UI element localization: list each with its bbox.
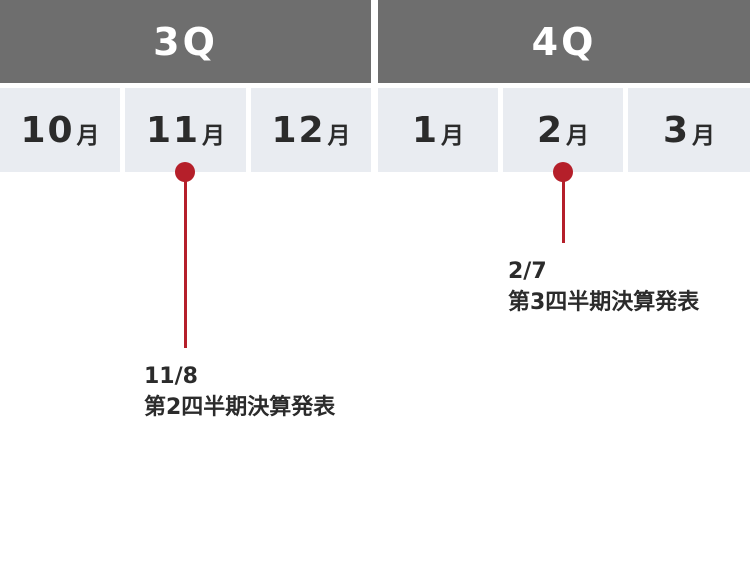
month-number: 2 bbox=[536, 109, 565, 151]
month-unit: 月 bbox=[566, 123, 590, 149]
month-unit: 月 bbox=[76, 123, 100, 149]
event-date: 11/8 bbox=[144, 364, 198, 389]
event-marker-dot bbox=[175, 162, 195, 182]
event-marker-line bbox=[184, 180, 187, 348]
event-label-q2-results: 11/8 第2四半期決算発表 bbox=[144, 361, 335, 423]
event-label-q3-results: 2/7 第3四半期決算発表 bbox=[508, 256, 699, 318]
month-number: 11 bbox=[145, 109, 201, 151]
event-marker-dot bbox=[553, 162, 573, 182]
event-date: 2/7 bbox=[508, 259, 547, 284]
month-unit: 月 bbox=[202, 123, 226, 149]
month-number: 12 bbox=[271, 109, 326, 151]
quarter-header-3q: 3Q bbox=[0, 0, 371, 83]
month-unit: 月 bbox=[692, 123, 716, 149]
quarter-header-4q: 4Q bbox=[378, 0, 750, 83]
month-number: 1 bbox=[411, 109, 440, 151]
event-title: 第3四半期決算発表 bbox=[508, 290, 700, 315]
event-marker-line bbox=[562, 180, 565, 243]
month-number: 10 bbox=[20, 109, 75, 151]
month-number: 3 bbox=[662, 109, 691, 151]
event-title: 第2四半期決算発表 bbox=[144, 395, 336, 420]
month-unit: 月 bbox=[441, 123, 465, 149]
month-unit: 月 bbox=[327, 123, 351, 149]
